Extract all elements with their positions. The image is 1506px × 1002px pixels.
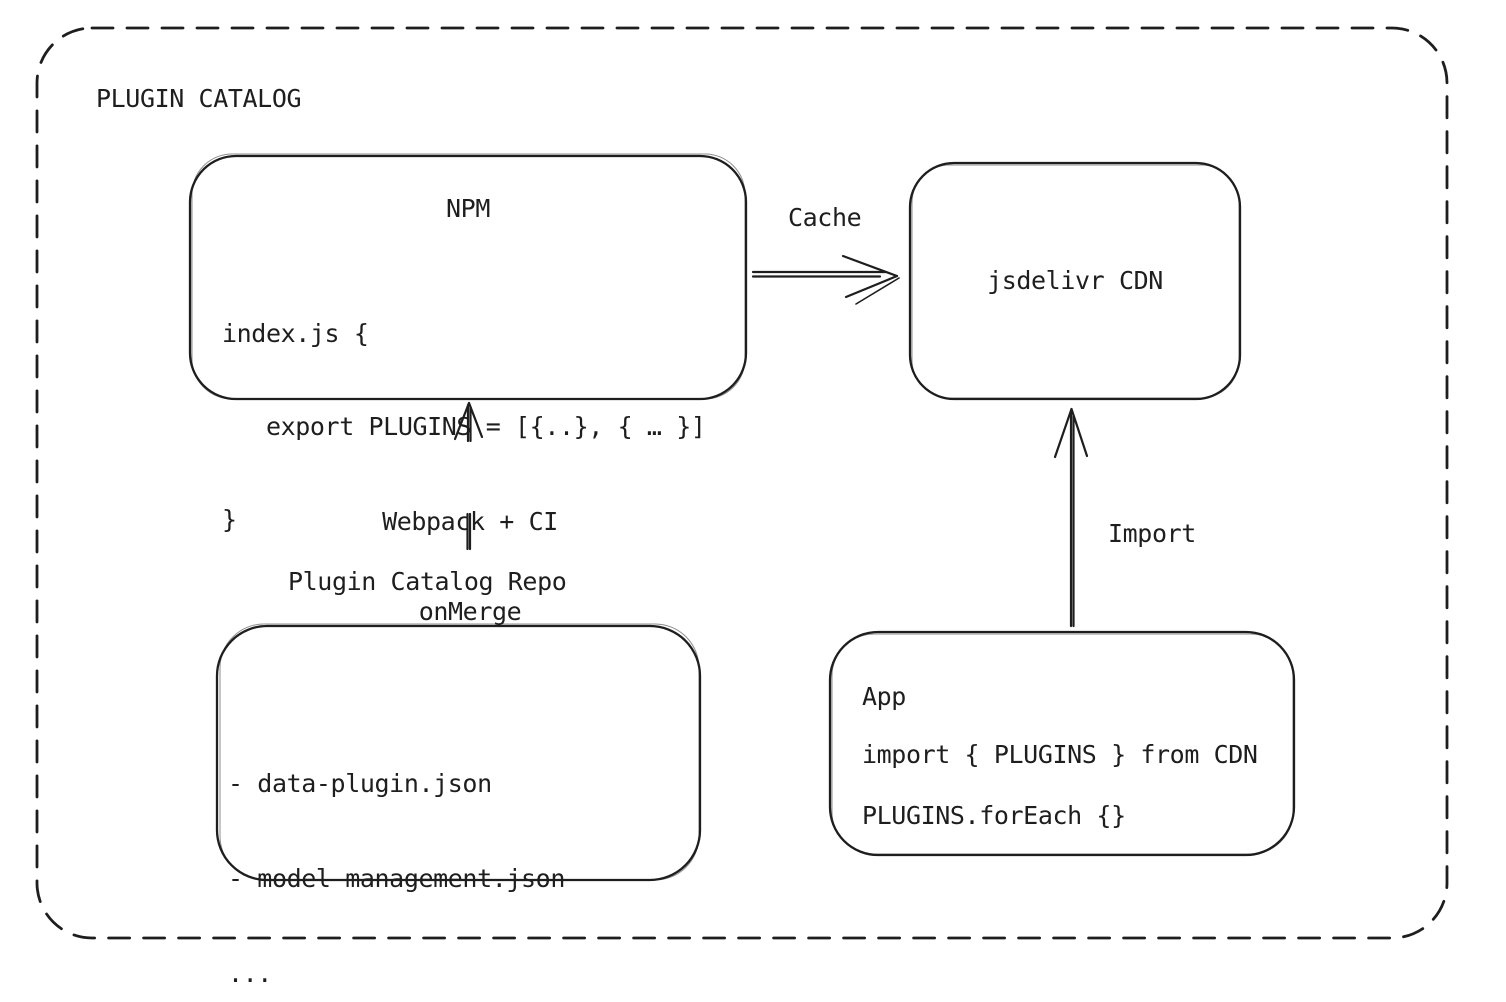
npm-code-line: export PLUGINS = [{..}, { … }] — [222, 412, 706, 441]
npm-code-block: index.js { export PLUGINS = [{..}, { … }… — [222, 256, 706, 597]
build-arrow-head — [453, 401, 484, 443]
build-arrow-label-line2: onMerge — [418, 597, 522, 626]
npm-box — [188, 153, 748, 401]
app-code-line: import { PLUGINS } from CDN — [862, 740, 1258, 769]
cache-arrow-label: Cache — [788, 203, 862, 232]
cdn-box-label: jsdelivr CDN — [987, 266, 1163, 295]
repo-box — [215, 623, 702, 882]
plugin-catalog-frame — [35, 26, 1449, 940]
build-arrow-segment — [466, 512, 472, 551]
repo-file-item: - data-plugin.json — [228, 769, 492, 798]
npm-code-line: } — [222, 505, 237, 534]
app-code-line: PLUGINS.forEach {} — [862, 801, 1126, 830]
repo-file-list: - data-plugin.json - model-management.js… — [228, 705, 565, 1002]
import-arrow-label: Import — [1108, 519, 1196, 548]
repo-file-item: ... — [228, 959, 272, 988]
repo-box-title: Plugin Catalog Repo — [288, 567, 567, 596]
repo-file-item: - model-management.json — [228, 864, 565, 893]
build-arrow-label-line1: Webpack + CI — [382, 507, 558, 536]
npm-box-title: NPM — [446, 194, 490, 223]
app-box-title: App — [862, 682, 906, 711]
cache-arrow — [751, 254, 900, 305]
build-arrow-label: Webpack + CI onMerge — [330, 447, 610, 687]
page-title: PLUGIN CATALOG — [96, 84, 302, 113]
npm-code-line: index.js { — [222, 319, 369, 348]
cdn-box — [908, 161, 1242, 401]
import-arrow — [1053, 407, 1089, 628]
app-box — [828, 630, 1296, 857]
